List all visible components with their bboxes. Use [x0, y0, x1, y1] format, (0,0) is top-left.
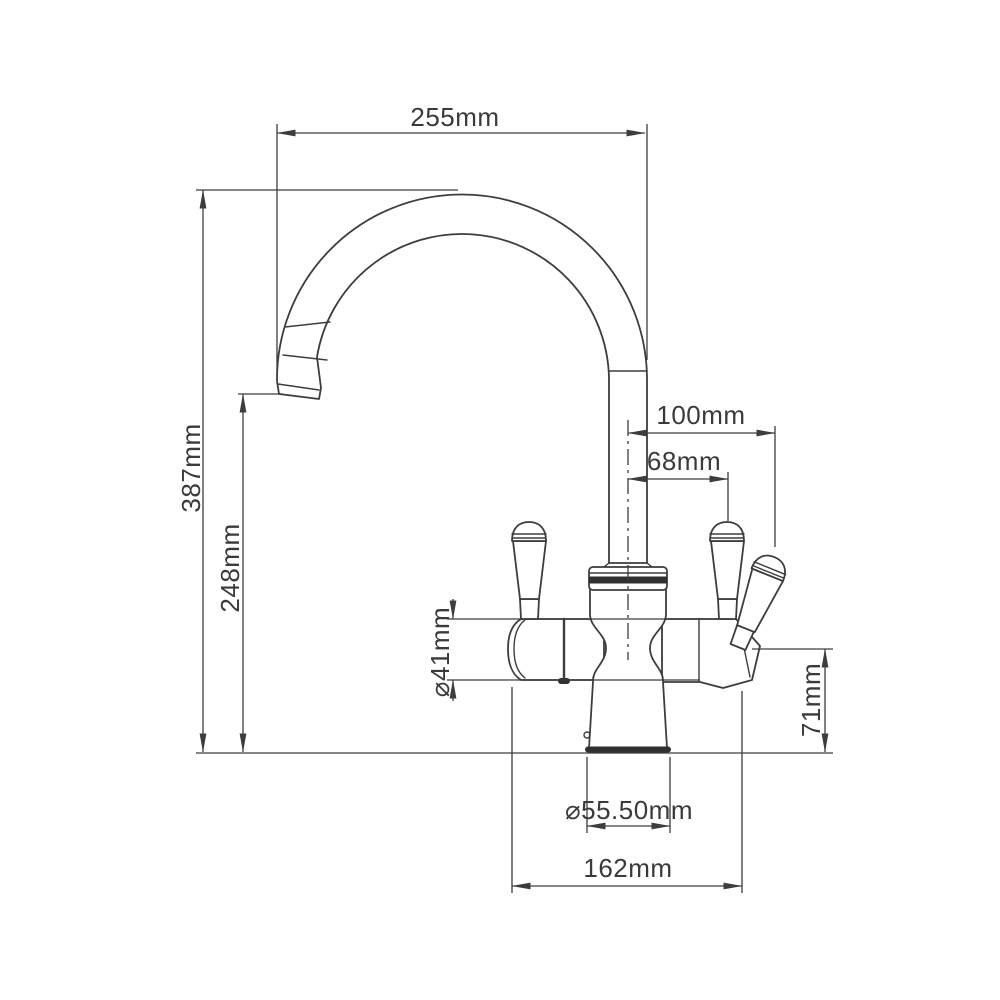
spout-tip-band-3	[277, 383, 320, 391]
body-side-nub	[583, 731, 591, 739]
dimension-annotations: 255mm 387mm 248mm 100mm 68mm	[176, 102, 833, 893]
left-valve-endcap-line	[513, 619, 526, 679]
left-handle-stem	[519, 598, 540, 620]
dim-label-side-body-height: 71mm	[796, 663, 826, 737]
spout-tip-band-1	[284, 321, 331, 328]
spout-tip-band-2	[282, 354, 328, 361]
dim-label-spout-reach: 255mm	[410, 102, 499, 132]
dim-label-valve-diameter: ⌀41mm	[425, 607, 455, 697]
dim-label-base-diameter: ⌀55.50mm	[565, 795, 693, 825]
dim-label-front-handle-reach: 68mm	[647, 446, 721, 476]
dimension-front-handle-reach: 68mm	[627, 446, 729, 521]
dimension-spout-height: 248mm	[215, 393, 282, 753]
dim-label-spout-height: 248mm	[215, 523, 245, 612]
tap-body	[588, 587, 668, 749]
dimension-side-body-height: 71mm	[752, 648, 833, 753]
left-handle	[511, 521, 547, 620]
dim-label-overall-width: 162mm	[583, 853, 672, 883]
dimension-valve-diameter: ⌀41mm	[425, 599, 736, 701]
angled-handle-cap-line-2	[752, 565, 784, 579]
dim-label-right-handle-reach: 100mm	[656, 400, 745, 430]
spout-and-riser-outline	[276, 193, 648, 564]
dim-label-overall-height: 387mm	[176, 423, 206, 512]
dimension-base-diameter: ⌀55.50mm	[565, 757, 693, 833]
dimension-right-handle-reach: 100mm	[627, 400, 776, 547]
dimension-overall-width: 162mm	[511, 687, 743, 893]
right-handle-body	[710, 540, 745, 600]
right-handle-vertical	[709, 521, 745, 620]
left-valve-body	[507, 618, 605, 681]
angled-handle-cap-line-1	[753, 561, 787, 576]
right-handle-stem	[717, 598, 738, 620]
dimension-spout-reach: 255mm	[276, 102, 648, 371]
dimension-overall-height: 387mm	[176, 189, 458, 753]
right-handle-angled	[729, 554, 787, 651]
left-handle-body	[512, 540, 547, 600]
faucet-drawing	[276, 193, 787, 753]
